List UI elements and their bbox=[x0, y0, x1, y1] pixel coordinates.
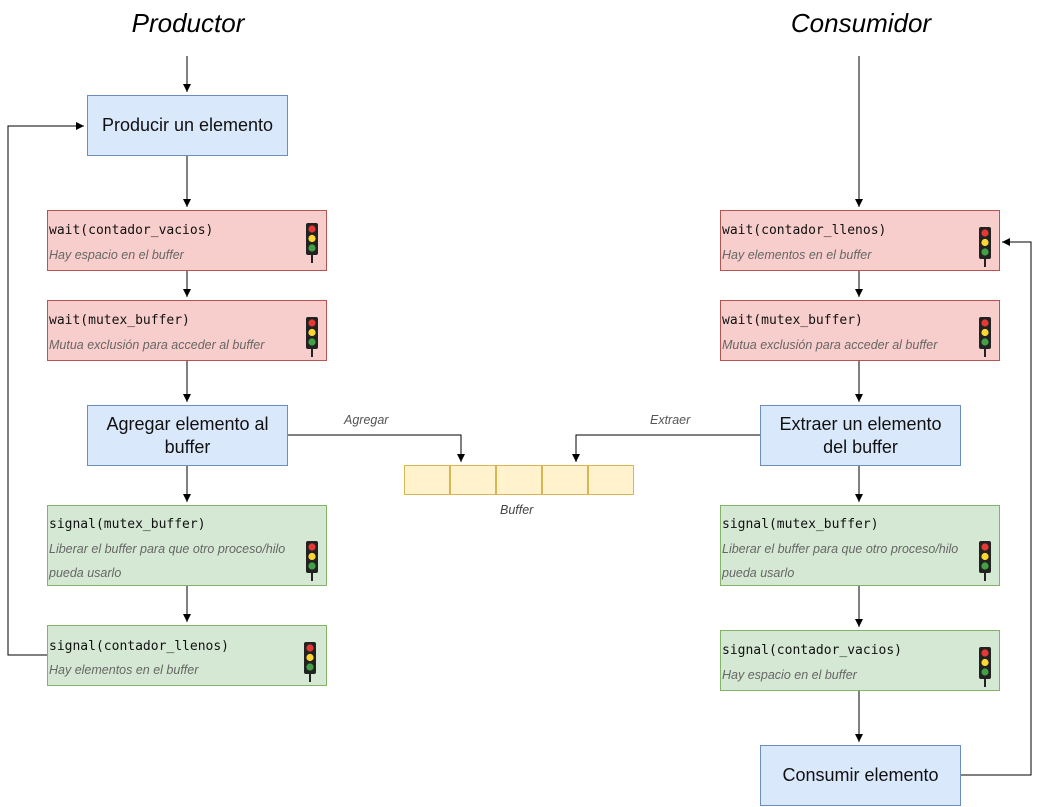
buffer-cell bbox=[496, 465, 542, 495]
producer-signal-mutex-desc: Liberar el buffer para que otro proceso/… bbox=[49, 542, 286, 580]
edge-extraer-buffer bbox=[572, 434, 760, 462]
consumer-wait-llenos-desc: Hay elementos en el buffer bbox=[722, 248, 872, 262]
buffer-label: Buffer bbox=[500, 503, 534, 517]
consumer-signal-vacios-box: signal(contador_vacios) Hay espacio en e… bbox=[720, 630, 1000, 691]
consumir-label: Consumir elemento bbox=[782, 765, 939, 785]
producer-wait-vacios-desc: Hay espacio en el buffer bbox=[49, 248, 184, 262]
buffer-cell bbox=[450, 465, 496, 495]
producer-signal-mutex-code: signal(mutex_buffer) bbox=[49, 517, 206, 532]
producer-wait-mutex-box: wait(mutex_buffer) Mutua exclusión para … bbox=[47, 300, 327, 361]
edge-loop-consumer bbox=[961, 238, 1032, 776]
producer-signal-llenos-code: signal(contador_llenos) bbox=[49, 639, 230, 654]
consumer-wait-llenos-code: wait(contador_llenos) bbox=[722, 223, 887, 238]
edge-loop-producer bbox=[7, 122, 84, 656]
agregar-label: Agregar elemento al buffer bbox=[106, 413, 269, 457]
traffic-light-icon bbox=[979, 317, 991, 357]
traffic-light-icon bbox=[306, 223, 318, 263]
traffic-light-icon bbox=[306, 541, 318, 581]
consumer-signal-mutex-desc: Liberar el buffer para que otro proceso/… bbox=[722, 542, 959, 580]
extraer-edge-label: Extraer bbox=[650, 413, 691, 427]
consumer-signal-mutex-code: signal(mutex_buffer) bbox=[722, 517, 879, 532]
producir-label: Producir un elemento bbox=[101, 115, 274, 135]
producer-wait-mutex-desc: Mutua exclusión para acceder al buffer bbox=[49, 338, 265, 352]
traffic-light-icon bbox=[979, 541, 991, 581]
consumer-wait-llenos-box: wait(contador_llenos) Hay elementos en e… bbox=[720, 210, 1000, 271]
consumidor-title: Consumidor bbox=[790, 8, 932, 38]
producer-signal-llenos-box: signal(contador_llenos) Hay elementos en… bbox=[47, 625, 327, 686]
producer-signal-mutex-box: signal(mutex_buffer) Liberar el buffer p… bbox=[47, 505, 327, 586]
consumer-wait-mutex-desc: Mutua exclusión para acceder al buffer bbox=[722, 338, 938, 352]
edge-agregar-buffer bbox=[288, 434, 465, 462]
producer-signal-llenos-desc: Hay elementos en el buffer bbox=[49, 663, 199, 677]
traffic-light-icon bbox=[304, 642, 316, 682]
producer-wait-mutex-code: wait(mutex_buffer) bbox=[49, 313, 190, 328]
producer-wait-vacios-box: wait(contador_vacios) Hay espacio en el … bbox=[47, 210, 327, 271]
traffic-light-icon bbox=[979, 227, 991, 267]
consumer-signal-vacios-code: signal(contador_vacios) bbox=[722, 643, 903, 658]
consumer-wait-mutex-box: wait(mutex_buffer) Mutua exclusión para … bbox=[720, 300, 1000, 361]
buffer-cell bbox=[404, 465, 450, 495]
extraer-box: Extraer un elemento del buffer bbox=[760, 405, 961, 466]
consumer-signal-vacios-desc: Hay espacio en el buffer bbox=[722, 668, 857, 682]
traffic-light-icon bbox=[979, 647, 991, 687]
consumer-wait-mutex-code: wait(mutex_buffer) bbox=[722, 313, 863, 328]
agregar-box: Agregar elemento al buffer bbox=[87, 405, 288, 466]
agregar-edge-label: Agregar bbox=[344, 413, 389, 427]
producer-wait-vacios-code: wait(contador_vacios) bbox=[49, 223, 214, 238]
buffer-cell bbox=[542, 465, 588, 495]
traffic-light-icon bbox=[306, 317, 318, 357]
extraer-label: Extraer un elemento del buffer bbox=[779, 413, 942, 457]
consumir-box: Consumir elemento bbox=[760, 745, 961, 806]
consumer-signal-mutex-box: signal(mutex_buffer) Liberar el buffer p… bbox=[720, 505, 1000, 586]
producir-box: Producir un elemento bbox=[87, 95, 288, 156]
productor-title: Productor bbox=[131, 8, 245, 38]
buffer-cell bbox=[588, 465, 634, 495]
